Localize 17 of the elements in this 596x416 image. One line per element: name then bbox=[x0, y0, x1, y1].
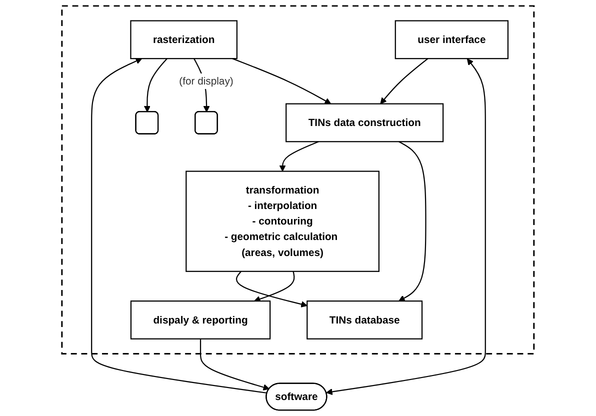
arrow bbox=[236, 271, 308, 308]
node-box: user interface bbox=[394, 20, 509, 60]
arrow bbox=[279, 141, 319, 172]
arrow bbox=[144, 58, 168, 112]
edge-label: (for display) bbox=[179, 74, 234, 87]
arrow bbox=[398, 141, 426, 302]
arrow bbox=[380, 58, 428, 104]
node-box: transformation - interpolation - contouring - geometric calculation (areas, volumes) bbox=[186, 170, 380, 272]
arrow bbox=[254, 271, 295, 302]
arrow bbox=[200, 338, 270, 390]
node-box: TINs database bbox=[306, 300, 423, 340]
arrow bbox=[326, 58, 486, 396]
node-box: dispaly & reporting bbox=[130, 300, 271, 340]
node-box: TINs data construction bbox=[286, 103, 444, 142]
cluster bbox=[61, 5, 535, 354]
arrow bbox=[232, 58, 332, 104]
node-box: rasterization bbox=[130, 20, 238, 60]
